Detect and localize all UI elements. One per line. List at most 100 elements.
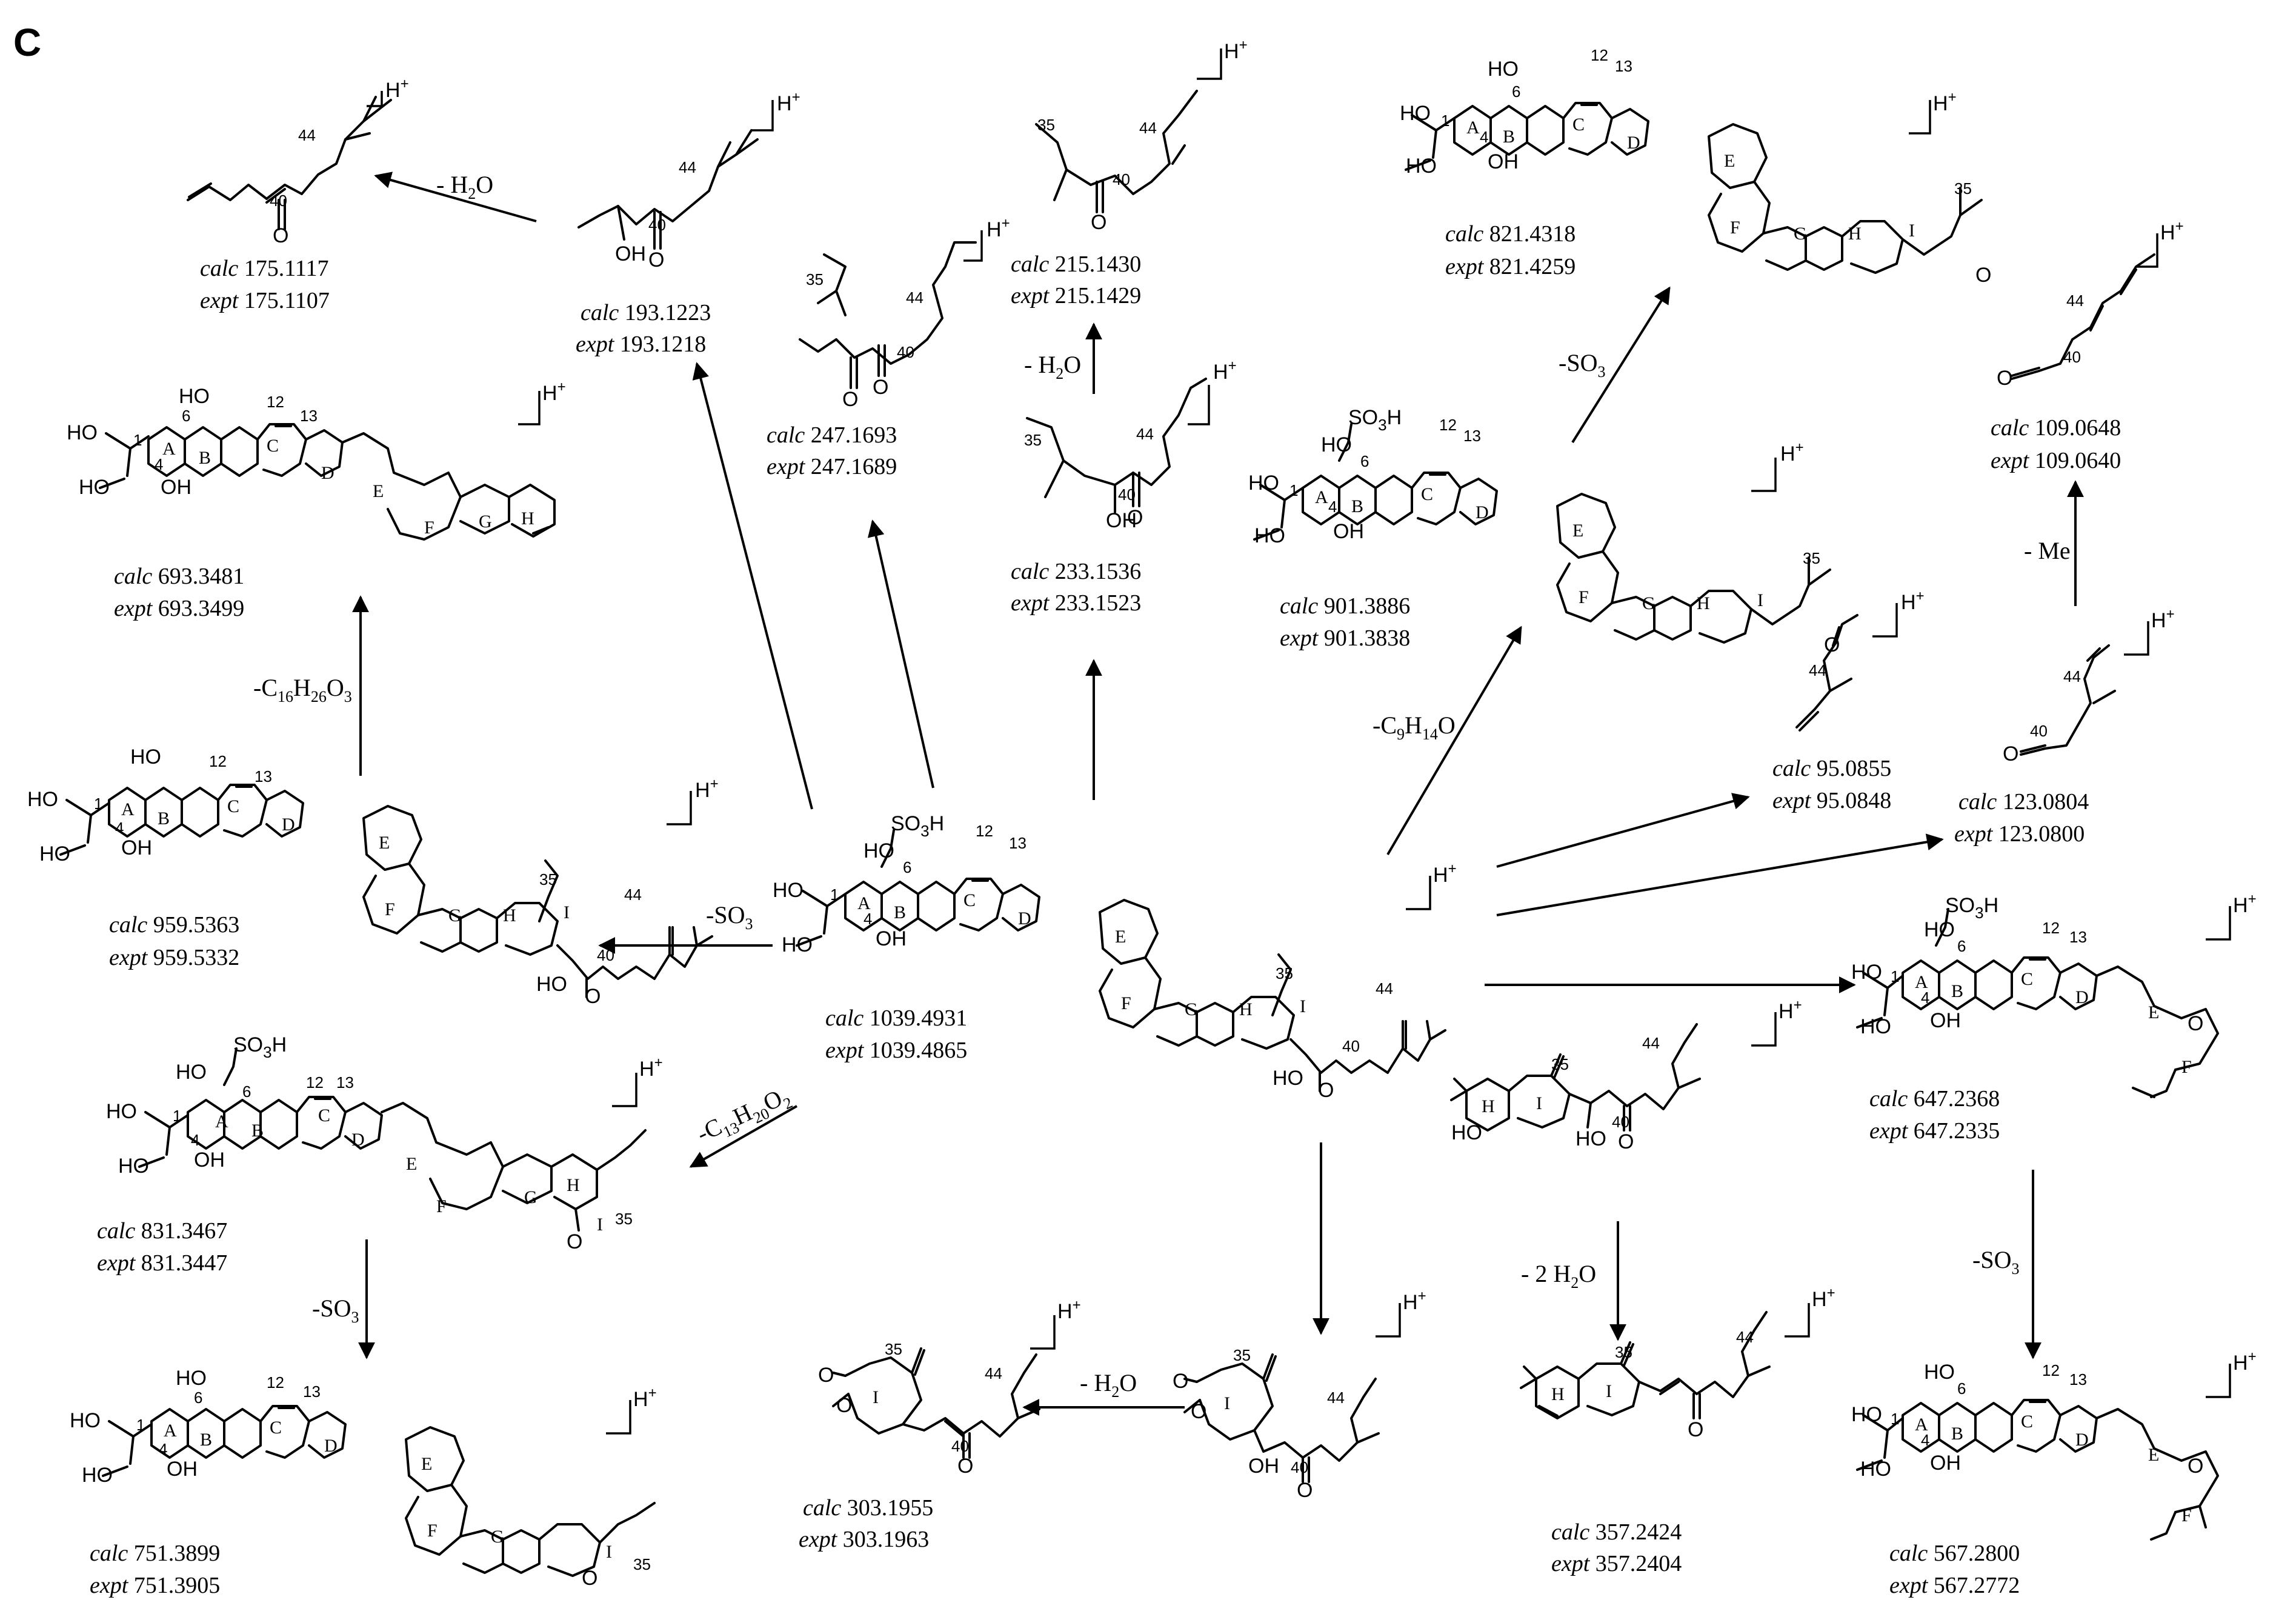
calc-831: calc 831.3467 bbox=[97, 1218, 227, 1244]
atom-o: O bbox=[836, 1394, 852, 1417]
loss-labels: - H2O - H2O -SO3 -C9H14O - Me -C16H26O3 … bbox=[253, 171, 2071, 1401]
ring-c: C bbox=[227, 796, 239, 816]
loss-c16h26o3: -C16H26O3 bbox=[253, 674, 352, 705]
pos-12: 12 bbox=[306, 1073, 324, 1092]
ring-i: I bbox=[1300, 996, 1306, 1016]
pos-1: 1 bbox=[173, 1107, 181, 1125]
ring-e: E bbox=[1115, 927, 1126, 947]
atom-ho: HO bbox=[1860, 1015, 1891, 1038]
loss-so3-left: -SO3 bbox=[706, 901, 753, 933]
atom-o: O bbox=[1618, 1130, 1634, 1153]
ring-e: E bbox=[421, 1454, 432, 1474]
pos-40: 40 bbox=[1291, 1458, 1308, 1476]
ring-a: A bbox=[215, 1112, 228, 1132]
ring-a: A bbox=[1466, 118, 1480, 138]
ring-e: E bbox=[2148, 1002, 2159, 1022]
structure-193: OH O 40 44 H+ bbox=[577, 89, 800, 272]
expt-175: expt 175.1107 bbox=[200, 288, 330, 313]
pos-1: 1 bbox=[1441, 112, 1449, 130]
svg-text:SO3H: SO3H bbox=[1945, 894, 1998, 922]
ring-b: B bbox=[1503, 127, 1515, 147]
atom-ho: HO bbox=[1851, 1403, 1882, 1426]
atom-ho: HO bbox=[1248, 472, 1279, 495]
ring-e: E bbox=[379, 833, 390, 853]
structure-123: O 40 44 H+ bbox=[2003, 606, 2175, 765]
atom-ho: HO bbox=[1488, 58, 1519, 81]
pos-40: 40 bbox=[597, 946, 614, 964]
loss-so3-bottom-right: -SO3 bbox=[1972, 1246, 2019, 1278]
expt-95: expt 95.0848 bbox=[1772, 788, 1891, 813]
structure-831: HO HO HO OH SO3H O 1 4 6 12 13 35 A B C … bbox=[106, 1033, 663, 1253]
calc-821: calc 821.4318 bbox=[1445, 221, 1576, 247]
ring-c: C bbox=[270, 1418, 282, 1438]
loss-so3-bottom-left: -SO3 bbox=[312, 1295, 359, 1326]
ring-d: D bbox=[321, 463, 334, 483]
pos-44: 44 bbox=[1139, 119, 1157, 137]
pos-12: 12 bbox=[209, 752, 227, 770]
pos-13: 13 bbox=[300, 407, 318, 425]
pos-12: 12 bbox=[2042, 919, 2060, 937]
expt-901: expt 901.3838 bbox=[1280, 625, 1410, 651]
ring-b: B bbox=[1351, 496, 1363, 516]
pos-6: 6 bbox=[194, 1389, 202, 1407]
ring-a: A bbox=[164, 1421, 177, 1441]
ring-g: G bbox=[1642, 593, 1655, 613]
pos-4: 4 bbox=[159, 1440, 167, 1458]
pos-4: 4 bbox=[115, 819, 124, 837]
expt-215: expt 215.1429 bbox=[1011, 283, 1141, 308]
ring-f: F bbox=[1121, 993, 1131, 1013]
pos-6: 6 bbox=[1512, 82, 1520, 101]
pos-4: 4 bbox=[1328, 498, 1337, 516]
atom-oh: OH bbox=[161, 476, 191, 499]
structure-567: HO HO HO OH O 1 4 6 12 13 A B C D E F H+ bbox=[1851, 1349, 2257, 1541]
atom-ho: HO bbox=[39, 842, 70, 865]
ring-f: F bbox=[1579, 587, 1589, 607]
calc-303: calc 303.1955 bbox=[803, 1495, 933, 1521]
svg-text:SO3H: SO3H bbox=[891, 812, 944, 840]
svg-text:H+: H+ bbox=[777, 89, 800, 115]
expt-parent: expt 1039.4865 bbox=[825, 1038, 967, 1063]
ring-g: G bbox=[1185, 999, 1198, 1019]
calc-parent: calc 1039.4931 bbox=[825, 1005, 967, 1031]
atom-o: O bbox=[818, 1364, 834, 1387]
pos-44: 44 bbox=[679, 158, 696, 176]
atom-ho: HO bbox=[1576, 1127, 1606, 1150]
calc-693: calc 693.3481 bbox=[114, 564, 244, 589]
atom-o: O bbox=[1173, 1370, 1188, 1393]
pos-40: 40 bbox=[951, 1437, 969, 1455]
pos-1: 1 bbox=[1891, 1410, 1899, 1428]
ring-a: A bbox=[857, 893, 871, 913]
structure-95: 44 H+ bbox=[1795, 588, 1925, 732]
pos-6: 6 bbox=[1957, 1379, 1966, 1398]
pos-4: 4 bbox=[155, 455, 163, 473]
pos-35: 35 bbox=[1037, 116, 1055, 134]
pos-44: 44 bbox=[1327, 1389, 1345, 1407]
ring-h: H bbox=[1551, 1384, 1565, 1404]
calc-357: calc 357.2424 bbox=[1551, 1519, 1682, 1545]
atom-oh: OH bbox=[1248, 1455, 1279, 1478]
reaction-arrows bbox=[352, 172, 2084, 1416]
atom-ho: HO bbox=[1273, 1067, 1303, 1090]
atom-ho: HO bbox=[27, 788, 58, 811]
ring-b: B bbox=[199, 448, 211, 468]
pos-44: 44 bbox=[985, 1364, 1002, 1382]
svg-text:H+: H+ bbox=[2233, 891, 2257, 917]
pos-44: 44 bbox=[298, 126, 316, 144]
pos-40: 40 bbox=[2063, 348, 2081, 366]
svg-text:H+: H+ bbox=[1812, 1285, 1835, 1311]
structure-215: 35 40 44 O H+ bbox=[1035, 37, 1248, 234]
expt-821: expt 821.4259 bbox=[1445, 254, 1576, 279]
pos-35: 35 bbox=[633, 1555, 651, 1573]
pos-1: 1 bbox=[830, 885, 839, 904]
structure-intermediate: O O OH O 35 40 44 I H+ bbox=[1173, 1288, 1426, 1502]
ring-h: H bbox=[521, 508, 534, 528]
ring-d: D bbox=[351, 1130, 365, 1150]
atom-o: O bbox=[1091, 211, 1106, 234]
ring-b: B bbox=[1951, 981, 1963, 1001]
panel-label: C bbox=[13, 21, 41, 64]
pos-44: 44 bbox=[1136, 425, 1154, 443]
ring-i: I bbox=[606, 1542, 612, 1562]
loss-h2o-bottom: - H2O bbox=[1080, 1369, 1137, 1401]
atom-ho: HO bbox=[176, 1061, 207, 1084]
atom-ho: HO bbox=[1924, 1361, 1955, 1384]
